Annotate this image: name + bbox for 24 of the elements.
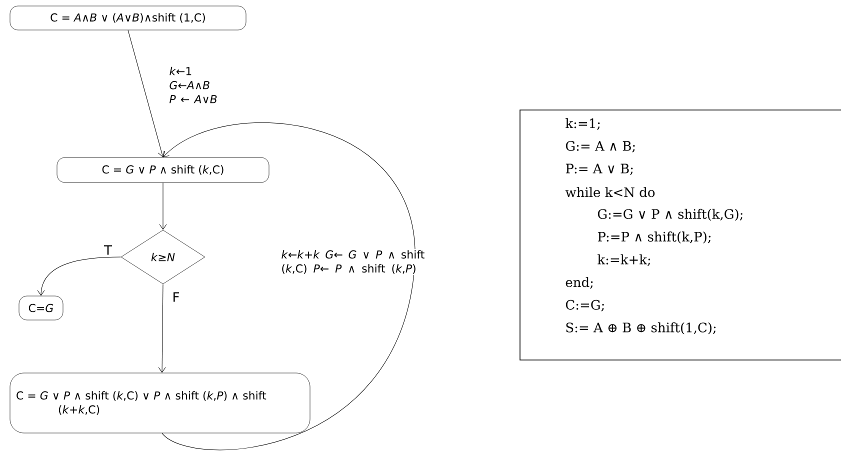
edge-label: F: [174, 292, 179, 302]
process-box: C = A∧B ∨ (A∨B)∧shift (1,C): [10, 6, 246, 30]
code-line: C:=G;: [566, 300, 604, 312]
code-line: while k<N do: [565, 187, 655, 198]
code-line: S:= A ⊕ B ⊕ shift(1,C);: [566, 322, 716, 334]
arrow: [158, 284, 166, 373]
code-line: G:= A ∧ B;: [566, 141, 635, 152]
code-line: k:=1;: [566, 118, 600, 130]
terminal-box: C=G: [18, 296, 64, 320]
code-box: [520, 110, 842, 360]
process-box: C = G ∨ P ∧ shift (k,C) ∨ P ∧ shift (k,P) ∧ shift (k+k,C): [10, 372, 310, 434]
process-box: C = G ∨ P ∧ shift (k,C): [56, 157, 270, 183]
edge-label: T: [104, 245, 112, 255]
arrow: [37, 256, 122, 296]
code-line: P:= A ∨ B;: [566, 164, 633, 176]
code-line: P:=P ∧ shift(k,P);: [598, 232, 710, 244]
edge-label: k←1 G←A∧B P ← A∨B: [170, 66, 217, 104]
code-line: G:=G ∨ P ∧ shift(k,G);: [598, 208, 742, 221]
arrow: [128, 30, 166, 158]
code-line: end;: [566, 277, 593, 289]
code-line: k:=k+k;: [598, 254, 650, 266]
arrow: [159, 182, 167, 230]
arrow: [162, 122, 416, 450]
edge-label: k←k+k G← G ∨ P ∧ shift (k,C) P← P ∧ shift (k,P): [282, 250, 424, 274]
